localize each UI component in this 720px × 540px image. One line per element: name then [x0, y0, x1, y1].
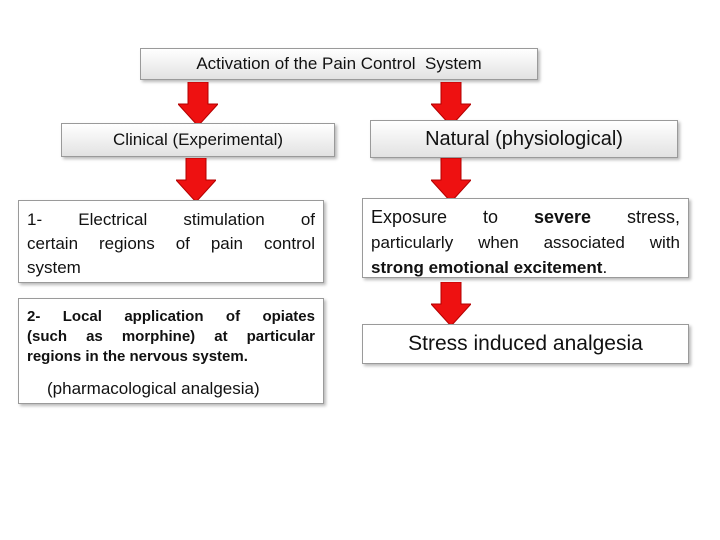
left-box-opiates: 2- Local application of opiates (such as… [18, 298, 324, 404]
right-header-label: Natural (physiological) [425, 127, 623, 150]
left-box-1-line-2: certain regions of pain control [27, 234, 315, 253]
left-box-2-line-2: (such as morphine) at particular [27, 328, 315, 345]
top-box: Activation of the Pain Control System [140, 48, 538, 80]
arrow-top-to-right-icon [431, 82, 471, 126]
right-box-1-word-to: to [483, 207, 499, 227]
arrow-left-header-down-icon [176, 158, 216, 202]
left-header-box: Clinical (Experimental) [61, 123, 335, 157]
arrow-top-to-left-icon [178, 82, 218, 126]
left-box-1-line-3: system [27, 258, 81, 277]
right-box-exposure-to-stress: Exposure to severe stress, particularly … [362, 198, 689, 278]
right-box-1-line-3: strong emotional excitement. [371, 255, 680, 280]
right-box-1-period: . [602, 258, 608, 277]
right-header-box: Natural (physiological) [370, 120, 678, 158]
right-box-1-emphasis: strong emotional excitement [371, 258, 603, 277]
arrow-exposure-to-analgesia-icon [431, 282, 471, 326]
arrow-right-header-down-icon [431, 158, 471, 202]
top-box-label: Activation of the Pain Control System [196, 54, 482, 73]
right-box-1-word-exposure: Exposure [371, 207, 448, 227]
right-box-1-line-1: Exposure to severe stress, [371, 205, 680, 230]
left-box-2-line-1: 2- Local application of opiates [27, 308, 315, 325]
left-box-2-note: (pharmacological analgesia) [47, 379, 260, 398]
right-box-2-label: Stress induced analgesia [408, 332, 643, 355]
right-box-1-word-severe: severe [533, 207, 592, 227]
right-box-1-line-2: particularly when associated with [371, 233, 680, 252]
left-box-2-line-3: regions in the nervous system. [27, 348, 248, 365]
right-box-stress-induced-analgesia: Stress induced analgesia [362, 324, 689, 364]
left-box-electrical-stimulation: 1- Electrical stimulation of certain reg… [18, 200, 324, 283]
left-box-1-line-1: 1- Electrical stimulation of [27, 210, 315, 229]
right-box-1-word-stress: stress, [626, 207, 680, 227]
left-header-label: Clinical (Experimental) [112, 130, 284, 149]
